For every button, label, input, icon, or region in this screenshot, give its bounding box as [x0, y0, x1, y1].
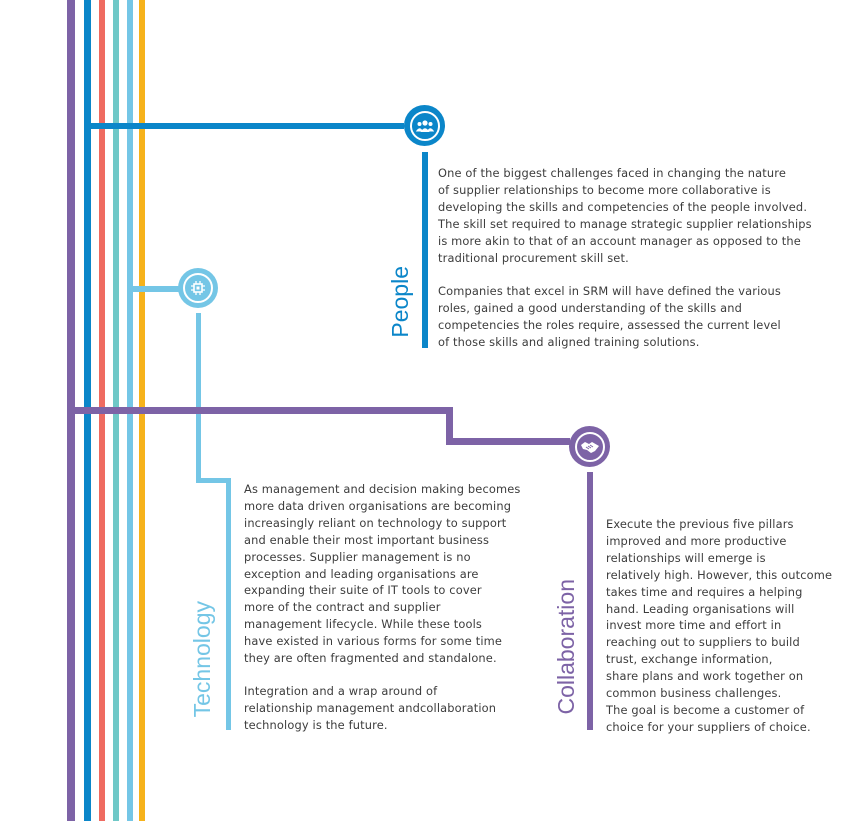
technology-paragraph-2: Integration and a wrap around of relatio…	[244, 683, 496, 734]
handshake-icon	[580, 441, 599, 453]
text-line: One of the biggest challenges faced in c…	[438, 166, 787, 180]
text-line: reaching out to suppliers to build	[606, 635, 800, 650]
technology-stem-line-lower	[226, 478, 231, 730]
collaboration-connector-line	[67, 407, 453, 414]
text-line: The goal is become a customer of	[606, 702, 805, 717]
text-line: invest more time and effort in	[606, 618, 782, 633]
chip-icon	[191, 281, 205, 295]
text-line: and enable their most important business	[244, 532, 490, 547]
people-paragraph-1: One of the biggest challenges faced in c…	[438, 165, 812, 266]
people-connector-line	[84, 123, 404, 129]
collaboration-connector-line-2	[446, 438, 570, 445]
text-line: choice for your suppliers of choice.	[606, 719, 811, 734]
text-line: Execute the previous five pillars	[606, 517, 794, 531]
text-line: expanding their suite of IT tools to cov…	[244, 583, 482, 598]
text-line: have existed in various forms for some t…	[244, 634, 503, 649]
text-line: relatively high. However, this outcome	[606, 567, 833, 582]
technology-title: Technology	[189, 601, 215, 718]
people-title: People	[387, 266, 413, 338]
text-line: share plans and work together on	[606, 669, 804, 684]
collaboration-title: Collaboration	[553, 579, 579, 715]
text-line: relationships will emerge is	[606, 550, 766, 565]
text-line: takes time and requires a helping	[606, 584, 803, 599]
collaboration-icon-badge	[569, 426, 610, 467]
text-line: of supplier relationships to become more…	[438, 182, 771, 197]
text-line: As management and decision making become…	[244, 482, 521, 496]
text-line: Integration and a wrap around of	[244, 684, 438, 698]
text-line: increasingly reliant on technology to su…	[244, 515, 507, 530]
text-line: technology is the future.	[244, 717, 388, 732]
collaboration-connector-drop	[446, 407, 453, 445]
people-paragraph-2: Companies that excel in SRM will have de…	[438, 283, 781, 351]
collaboration-paragraph-1: Execute the previous five pillars improv…	[606, 516, 832, 736]
text-line: relationship management andcollaboration	[244, 700, 497, 715]
text-line: Companies that excel in SRM will have de…	[438, 284, 781, 298]
text-line: hand. Leading organisations will	[606, 601, 795, 616]
people-group-icon	[415, 119, 434, 132]
text-line: they are often fragmented and standalone…	[244, 651, 497, 666]
text-line: more data driven organisations are becom…	[244, 498, 512, 513]
text-line: competencies the roles require, assessed…	[438, 317, 781, 332]
text-line: processes. Supplier management is no	[244, 549, 471, 564]
technology-paragraph-1: As management and decision making become…	[244, 481, 520, 667]
text-line: developing the skills and competencies o…	[438, 199, 808, 214]
text-line: is more akin to that of an account manag…	[438, 233, 801, 248]
technology-icon-badge	[178, 268, 218, 308]
text-line: common business challenges.	[606, 686, 782, 701]
technology-connector-line	[127, 286, 179, 292]
people-stem-line	[422, 152, 428, 348]
technology-stem-bend	[196, 478, 231, 483]
text-line: exception and leading organisations are	[244, 566, 479, 581]
text-line: trust, exchange information,	[606, 652, 773, 667]
text-line: management lifecycle. While these tools	[244, 617, 483, 632]
text-line: traditional procurement skill set.	[438, 250, 629, 265]
collaboration-stem-line	[587, 472, 593, 730]
people-icon-badge	[404, 105, 445, 146]
technology-stem-line	[196, 313, 201, 482]
text-line: of those skills and aligned training sol…	[438, 334, 700, 349]
text-line: The skill set required to manage strateg…	[438, 216, 812, 231]
text-line: improved and more productive	[606, 533, 787, 548]
text-line: roles, gained a good understanding of th…	[438, 300, 742, 315]
text-line: more of the contract and supplier	[244, 600, 441, 615]
